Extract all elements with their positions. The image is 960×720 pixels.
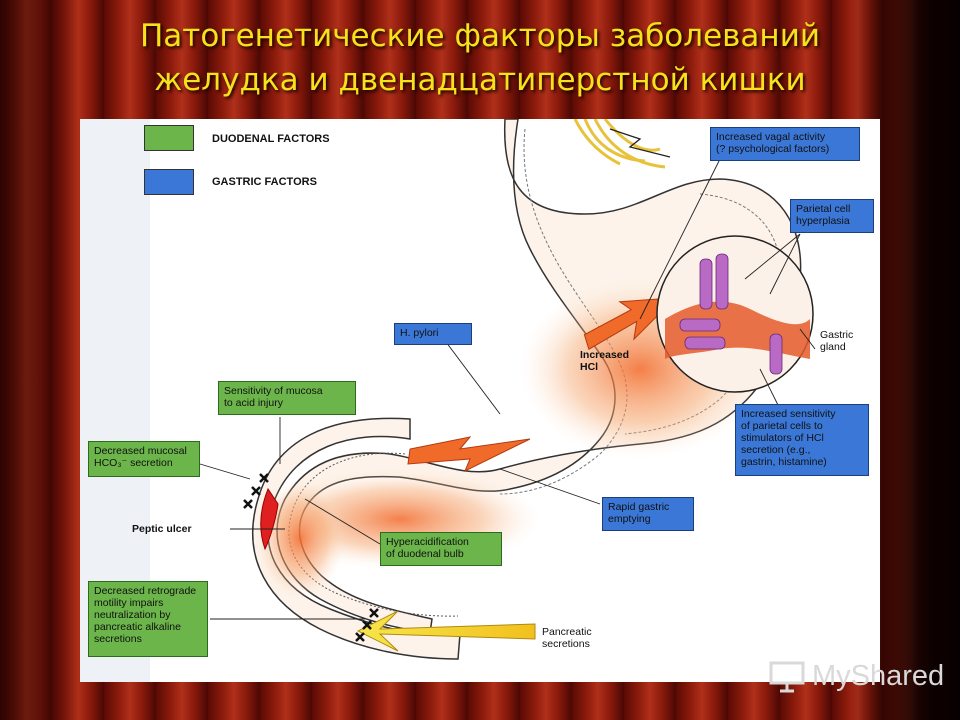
increased-hcl-label: Increased HCl	[580, 349, 630, 373]
peptic-ulcer-label: Peptic ulcer	[132, 523, 192, 535]
watermark: MyShared	[768, 654, 948, 698]
legend-duodenal-swatch	[144, 125, 194, 151]
title-line-1: Патогенетические факторы заболеваний	[139, 18, 820, 54]
title-line-2: желудка и двенадцатиперстной кишки	[154, 62, 806, 98]
watermark-text: MyShared	[812, 659, 945, 692]
hcl-arrow	[583, 297, 677, 350]
blocked-marks-lower	[355, 608, 379, 642]
parietal-cells	[679, 253, 783, 375]
legend-gastric-swatch	[144, 169, 194, 195]
pancreatic-secretions-label: Pancreatic secretions	[542, 626, 592, 650]
parietal-sensitivity-box: Increased sensitivity of parietal cells …	[735, 404, 869, 476]
legend-duodenal-label: DUODENAL FACTORS	[212, 133, 330, 145]
pancreatic-arrow	[356, 610, 536, 652]
blocked-marks-upper	[243, 473, 269, 509]
vagal-activity-box: Increased vagal activity (? psychologica…	[710, 127, 860, 161]
vagal-nerves	[573, 119, 666, 169]
slide-title: Патогенетические факторы заболеваний жел…	[60, 14, 900, 102]
decreased-hco3-box: Decreased mucosal HCO₃⁻ secretion	[88, 441, 200, 477]
mucosa-sensitivity-box: Sensitivity of mucosa to acid injury	[218, 381, 356, 415]
curtain-shadow-left	[0, 0, 80, 720]
leader-lines	[199, 158, 816, 620]
acid-flow-arrow	[407, 436, 531, 473]
diagram-figure: DUODENAL FACTORS GASTRIC FACTORS Increas…	[80, 119, 880, 682]
presentation-icon	[769, 661, 805, 693]
rapid-emptying-box: Rapid gastric emptying	[602, 497, 694, 531]
parietal-hyperplasia-box: Parietal cell hyperplasia	[790, 199, 874, 233]
hyperacidification-box: Hyperacidification of duodenal bulb	[380, 532, 502, 566]
peptic-ulcer-lesion	[260, 487, 279, 551]
retrograde-motility-box: Decreased retrograde motility impairs ne…	[88, 581, 208, 657]
vagal-lightning	[609, 128, 671, 158]
gastric-gland-label: Gastric gland	[820, 329, 854, 353]
h-pylori-box: H. pylori	[394, 323, 472, 345]
legend-gastric-label: GASTRIC FACTORS	[212, 176, 317, 188]
